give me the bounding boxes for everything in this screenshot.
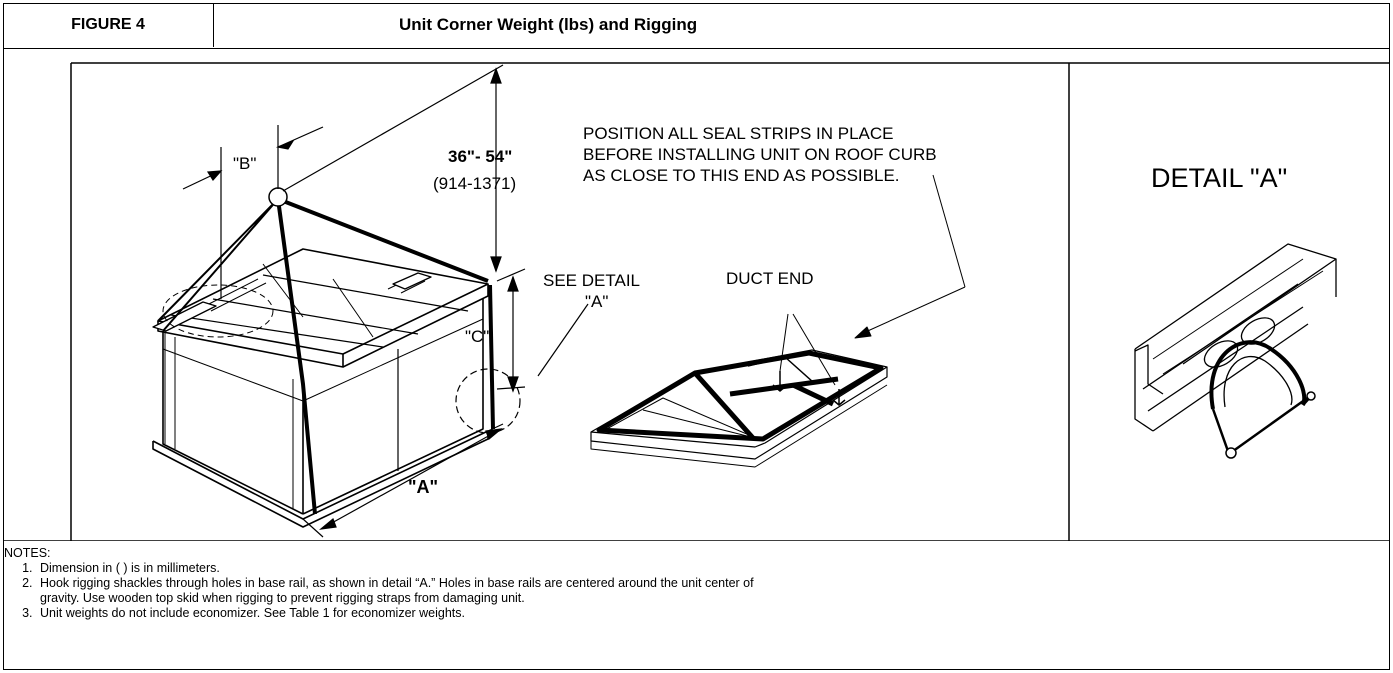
seal-note-line-1: POSITION ALL SEAL STRIPS IN PLACE [583, 124, 894, 143]
figure-label: FIGURE 4 [3, 3, 214, 47]
notes-list: Dimension in ( ) is in millimeters. Hook… [4, 561, 764, 621]
notes-section: NOTES: Dimension in ( ) is in millimeter… [4, 546, 764, 621]
duct-end-label: DUCT END [726, 269, 814, 288]
notes-heading: NOTES: [4, 546, 51, 560]
detail-a-drawing [1134, 243, 1337, 459]
rooftop-unit-drawing [152, 187, 521, 528]
diagram-labels: "B" 36"- 54" (914-1371) "C" "A" SEE DETA… [233, 124, 1287, 497]
panel-borders [70, 62, 1389, 541]
seal-note-line-2: BEFORE INSTALLING UNIT ON ROOF CURB [583, 145, 937, 164]
dimension-b-label: "B" [233, 154, 256, 173]
roof-curb-drawing [590, 174, 966, 468]
dimension-height-mm-label: (914-1371) [433, 174, 516, 193]
rigging-diagram: "B" 36"- 54" (914-1371) "C" "A" SEE DETA… [3, 62, 1390, 541]
note-item: Dimension in ( ) is in millimeters. [36, 561, 764, 576]
figure-frame [3, 3, 1390, 670]
see-detail-label-2: "A" [585, 292, 608, 311]
see-detail-label-1: SEE DETAIL [543, 271, 640, 290]
dimension-a-label: "A" [408, 477, 438, 497]
detail-a-title: DETAIL "A" [1151, 163, 1287, 193]
figure-title: Unit Corner Weight (lbs) and Rigging [399, 15, 698, 34]
note-item: Unit weights do not include economizer. … [36, 606, 764, 621]
figure-header: FIGURE 4 Unit Corner Weight (lbs) and Ri… [3, 3, 1390, 49]
note-item: Hook rigging shackles through holes in b… [36, 576, 764, 606]
dimension-lines [182, 64, 589, 538]
dimension-c-label: "C" [465, 327, 489, 346]
dimension-height-label: 36"- 54" [448, 147, 512, 166]
seal-note-line-3: AS CLOSE TO THIS END AS POSSIBLE. [583, 166, 900, 185]
